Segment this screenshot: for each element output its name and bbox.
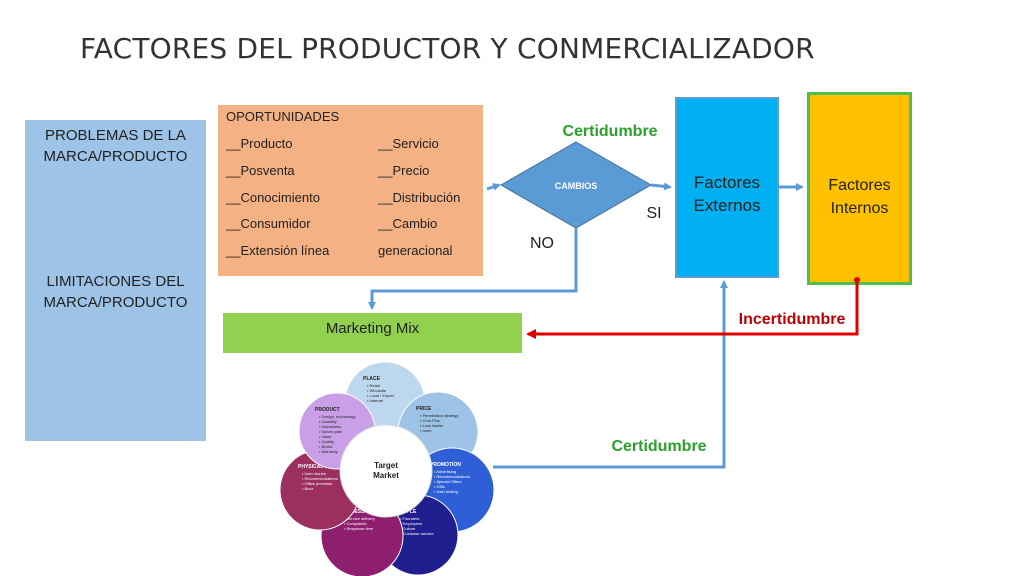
petal-item: • Office premises — [302, 481, 332, 486]
petal-item: • Special Offers — [434, 479, 462, 484]
petal-item: • Culture — [400, 526, 416, 531]
certidumbre-bottom-label: Certidumbre — [611, 438, 706, 455]
target-market-center — [339, 424, 433, 518]
petal-item: • Customer service — [400, 531, 434, 536]
opportunity-item: __Cambio — [378, 216, 438, 231]
petal-title: PROMOTION — [430, 462, 461, 468]
petal-title: PRICE — [416, 406, 432, 412]
petal-item: • Warranty — [319, 449, 338, 454]
petal-item: • Penetration strategy — [420, 413, 458, 418]
opportunity-item: __Conocimiento — [226, 190, 320, 205]
petal-item: • Local / Export — [367, 393, 395, 398]
petal-item: • Internet — [367, 398, 384, 403]
petal-title: PRODUCT — [315, 407, 340, 413]
petal-item: • User stories — [302, 471, 326, 476]
arrow-internal-to-marketing-mix — [526, 282, 859, 339]
arrow-si-to-external — [650, 182, 672, 191]
petal-item: • Usability — [319, 419, 337, 424]
page-title: FACTORES DEL PRODUCTOR Y CONMERCIALIZADO… — [80, 32, 815, 65]
petal-item: • Buzz — [302, 486, 313, 491]
petal-title: PLACE — [363, 376, 381, 382]
petal-item: • Value — [319, 434, 332, 439]
petal-item: • Complaints — [344, 521, 367, 526]
opportunity-item: __Distribución — [378, 190, 461, 205]
certidumbre-top-label: Certidumbre — [562, 123, 657, 140]
no-label: NO — [530, 235, 554, 252]
limitations-line-2: MARCA/PRODUCTO — [43, 294, 188, 311]
opportunity-item: __Precio — [378, 163, 430, 178]
marketing-mix-label: Marketing Mix — [325, 320, 420, 337]
internal-factors-line-2: Internos — [830, 200, 889, 217]
opportunity-item: __Posventa — [226, 163, 295, 178]
arrow-flower-to-external — [493, 280, 728, 469]
petal-item: • Usefulness — [319, 424, 341, 429]
opportunity-item: generacional — [378, 243, 453, 258]
problems-line-2: MARCA/PRODUCTO — [43, 148, 188, 165]
external-factors-box: Factores Externos — [675, 97, 779, 278]
opportunities-box: OPORTUNIDADES __Producto __Posventa __Co… — [218, 105, 483, 276]
petal-item: • Loss leader — [420, 423, 444, 428]
opportunity-item: __Servicio — [378, 136, 439, 151]
petal-item: • Cost-Plus — [420, 418, 440, 423]
petal-item: • Advertising — [434, 469, 456, 474]
petal-item: • Service delivery — [344, 516, 375, 521]
external-factors-line-2: Externos — [693, 196, 761, 215]
internal-factors-box: Factores Internos — [807, 92, 912, 285]
limitations-line-1: LIMITACIONES DEL — [46, 273, 185, 290]
opportunity-item: __Producto — [226, 136, 293, 151]
petal-item: • Founders — [400, 516, 419, 521]
marketing-mix-flower: PLACE• Retail• Wholsale• Local / Export•… — [279, 361, 495, 576]
target-market-line-2: Market — [373, 471, 399, 480]
problems-box: PROBLEMAS DE LA MARCA/PRODUCTO LIMITACIO… — [25, 120, 206, 441]
petal-item: • Brand — [319, 444, 332, 449]
external-factors-line-1: Factores — [693, 173, 761, 192]
cambios-label: CAMBIOS — [555, 181, 598, 191]
petal-item: • Recommendations — [434, 474, 470, 479]
si-label: SI — [646, 205, 661, 222]
petal-item: • Design, technology — [319, 414, 356, 419]
opportunities-heading: OPORTUNIDADES — [226, 109, 340, 124]
arrow-opportunities-to-cambios — [486, 183, 501, 191]
problems-line-1: PROBLEMAS DE LA — [45, 127, 186, 144]
petal-item: • Employees — [400, 521, 422, 526]
target-market-line-1: Target — [374, 461, 398, 470]
petal-item: • Recommendations — [302, 476, 338, 481]
marketing-mix-box: Marketing Mix — [223, 313, 522, 353]
petal-item: • Response time — [344, 526, 374, 531]
petal-item: • Retail — [367, 383, 380, 388]
red-connector-dot — [854, 277, 860, 283]
petal-item: • more — [420, 428, 432, 433]
opportunity-item: __Consumidor — [226, 216, 311, 231]
petal-item: • User testing — [434, 489, 458, 494]
opportunity-item: __Extensión línea — [226, 243, 330, 258]
petal-item: • Solves pain — [319, 429, 342, 434]
incertidumbre-label: Incertidumbre — [739, 311, 846, 328]
internal-factors-line-1: Factores — [828, 177, 891, 194]
petal-item: • Quality — [319, 439, 334, 444]
petal-item: • Wholsale — [367, 388, 387, 393]
petal-item: • Gifts — [434, 484, 445, 489]
arrow-no-to-marketing-mix — [368, 228, 578, 310]
